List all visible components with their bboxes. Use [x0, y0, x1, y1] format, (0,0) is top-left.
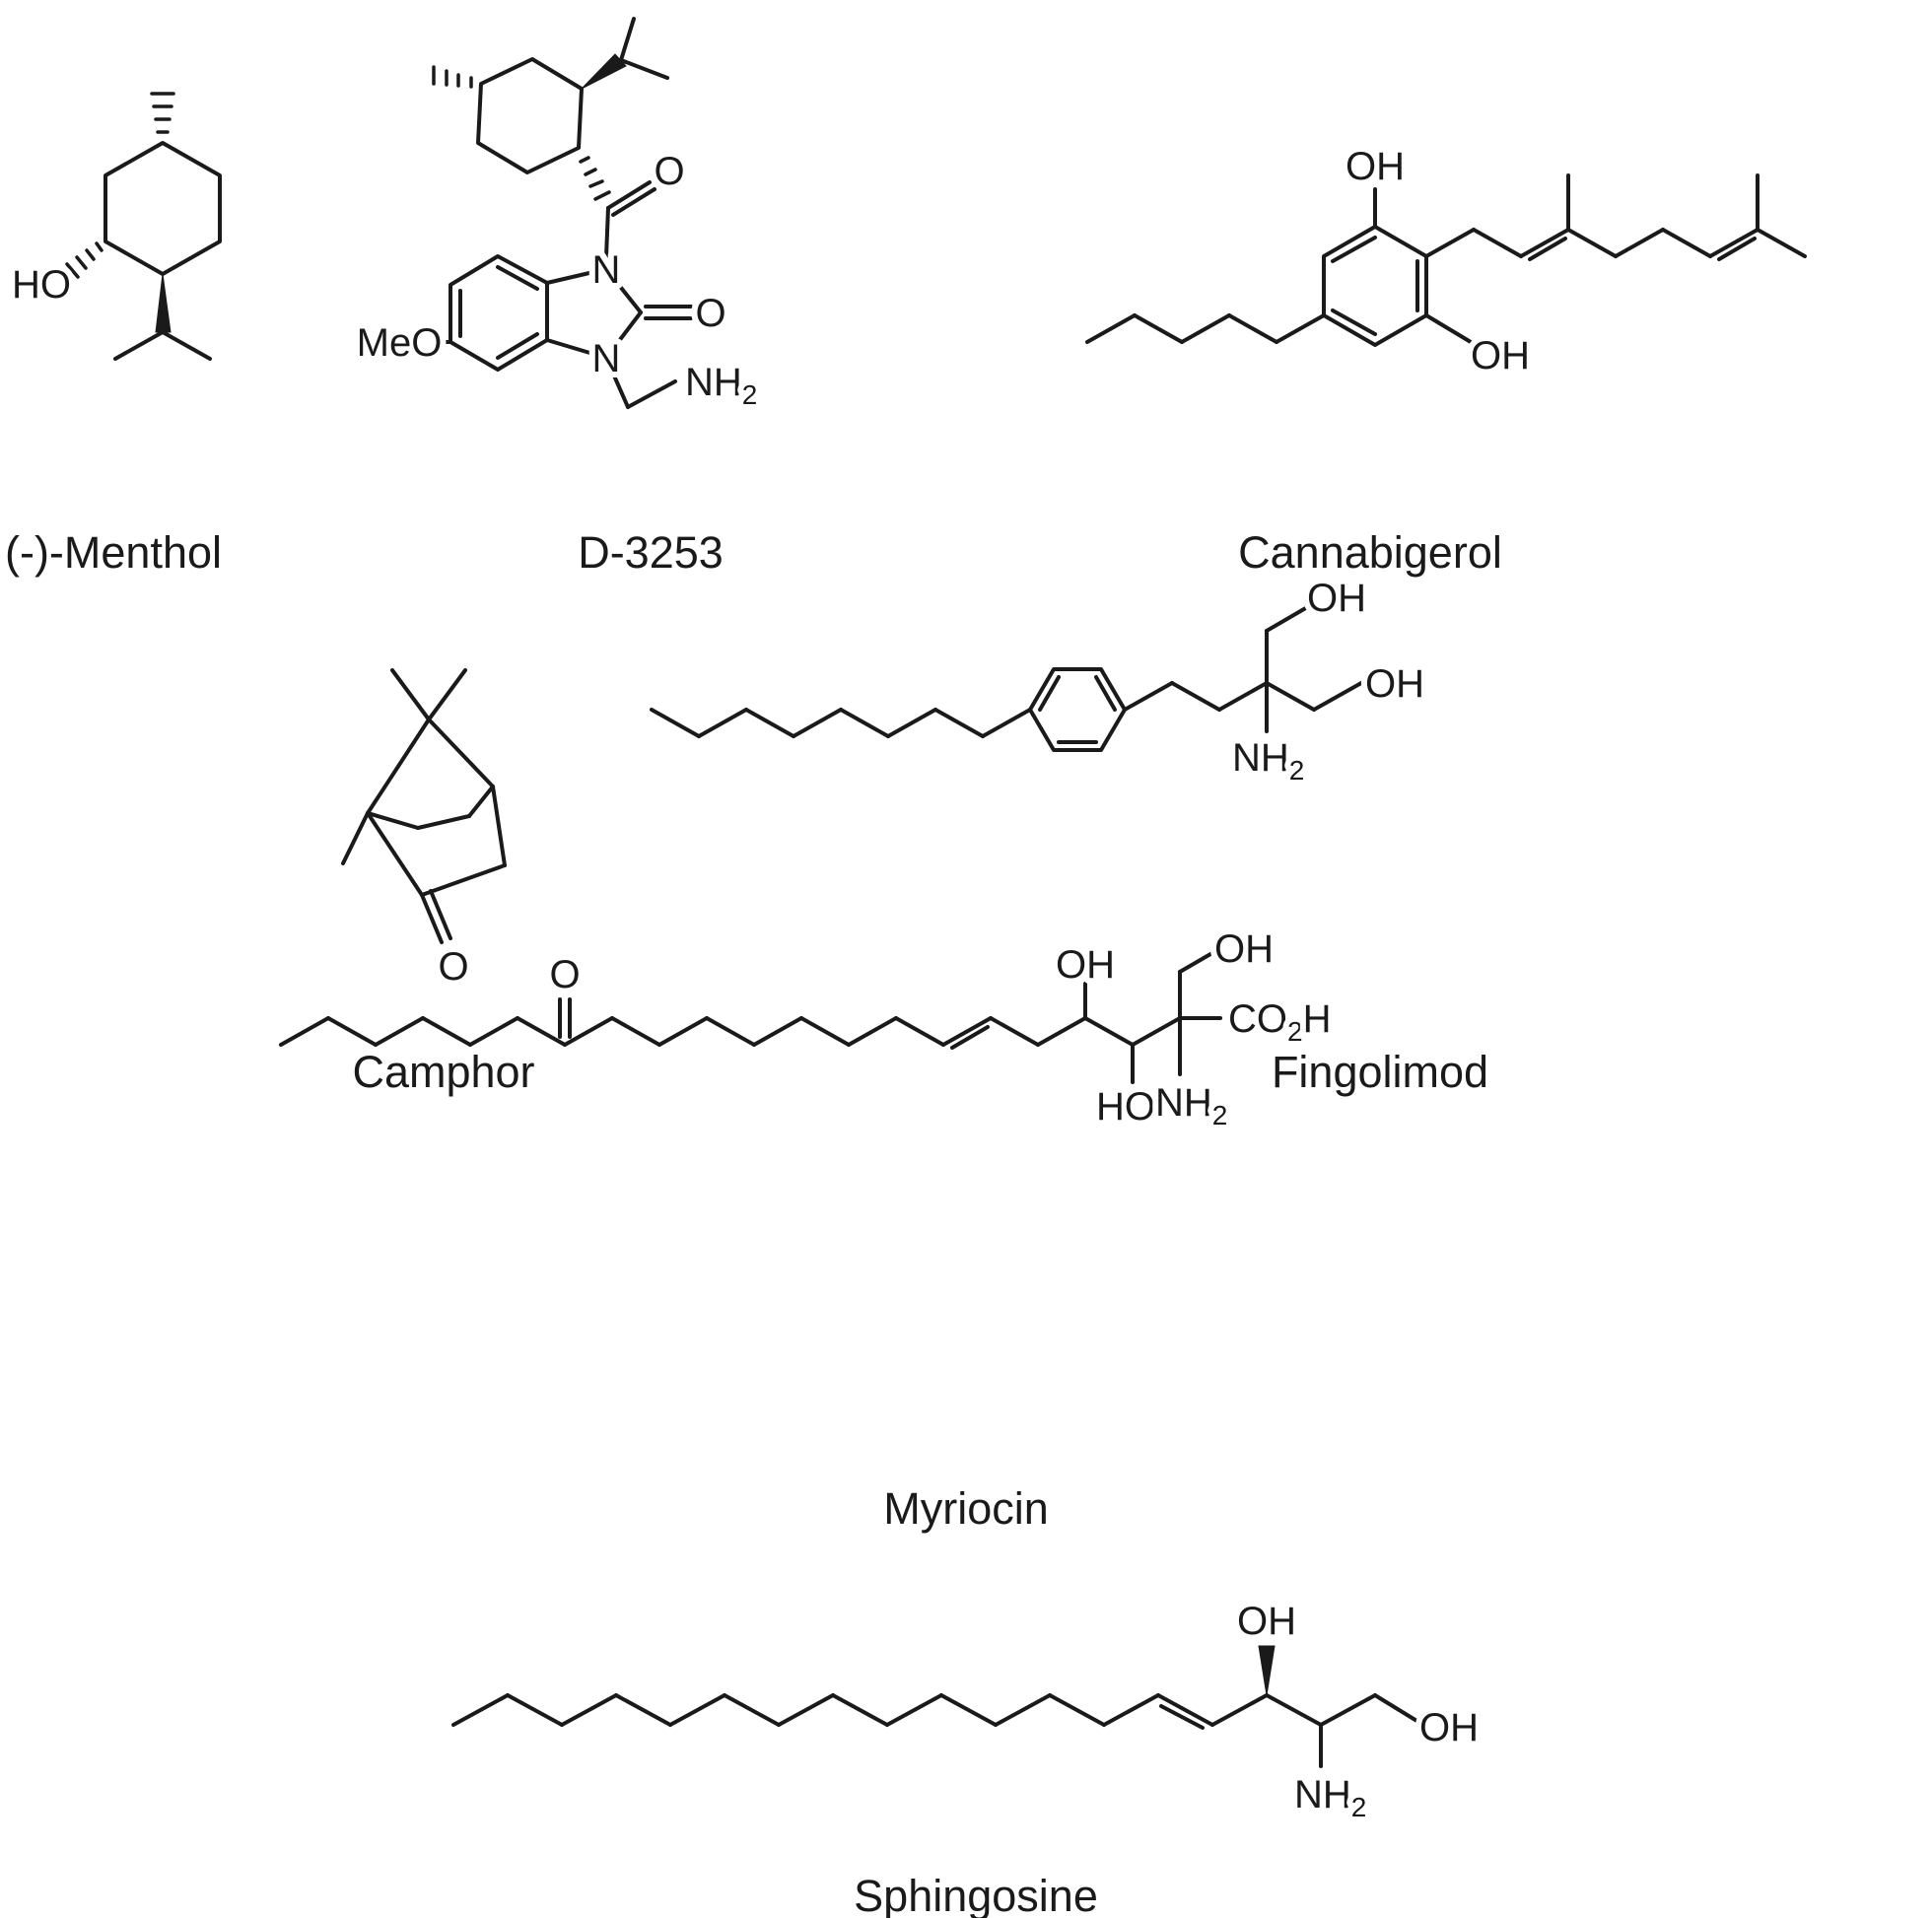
cyclohexane-ring: [476, 57, 584, 174]
molecule-name-sphingosine: Sphingosine: [854, 1871, 1098, 1918]
hashed-bond-acyl: [579, 156, 611, 201]
hashed-bond-methyl: [432, 65, 473, 89]
camphor-bonds: [341, 668, 507, 944]
myriocin-bonds: [279, 948, 1222, 1084]
benzene-ring: [448, 254, 549, 372]
molecule-name-myriocin: Myriocin: [883, 1483, 1049, 1534]
menthol-structure: HO: [10, 92, 222, 361]
camphor-structure: O: [341, 668, 507, 994]
molecule-name-menthol: (-)-Menthol: [4, 527, 223, 578]
d3253-bonds: [432, 17, 693, 409]
menthol-bonds: [65, 92, 222, 361]
atom-label-oh-bottom: OH: [1471, 334, 1530, 377]
molecule-name-d3253: D-3253: [578, 527, 724, 578]
atom-label-oh-ch2oh: OH: [1214, 927, 1274, 971]
atom-label-n-top: N: [592, 248, 621, 292]
cannabigerol-structure: OH OH: [1085, 139, 1807, 383]
sphingosine-bonds: [451, 1645, 1420, 1768]
atom-label-oh-top: OH: [1307, 577, 1366, 620]
fingolimod-bonds: [650, 604, 1363, 752]
atom-label-co2h: CO2H: [1228, 997, 1331, 1047]
atom-label-oh-c1: OH: [1419, 1706, 1479, 1749]
hashed-bond-methyl: [150, 92, 175, 134]
atom-label-nh2: NH2: [1155, 1081, 1227, 1130]
atom-label-ho: HO: [1096, 1085, 1155, 1129]
atom-label-meo: MeO: [360, 321, 442, 365]
d3253-structure: O N O N MeO NH2: [360, 17, 763, 416]
benzene-ring: [1322, 225, 1428, 347]
atom-label-o-amide: O: [654, 150, 684, 193]
molecule-name-fingolimod: Fingolimod: [1271, 1047, 1489, 1097]
atom-label-oh-c3: OH: [1237, 1600, 1296, 1643]
sphingosine-structure: OH OH NH2: [451, 1594, 1484, 1828]
fingolimod-structure: OH OH NH2: [650, 571, 1430, 791]
molecule-name-cannabigerol: Cannabigerol: [1238, 527, 1502, 578]
atom-label-nh2: NH2: [1232, 736, 1304, 786]
wedge-bond-isopropyl: [155, 273, 172, 333]
atom-label-o: O: [438, 945, 468, 989]
molecule-name-camphor: Camphor: [352, 1047, 535, 1097]
atom-label-oh-top: OH: [1346, 145, 1405, 188]
atom-label-nh2: NH2: [1294, 1773, 1366, 1822]
atom-label-o-ketone: O: [549, 953, 580, 996]
wedge-bond-oh: [1258, 1645, 1276, 1696]
hashed-bond-hydroxyl: [65, 241, 104, 279]
myriocin-structure: O OH OH CO2H HO NH2: [279, 926, 1337, 1136]
atom-label-n-bottom: N: [592, 337, 621, 380]
atom-label-oh-right: OH: [1365, 662, 1424, 706]
atom-label-oh-chain: OH: [1056, 943, 1115, 987]
cannabigerol-bonds: [1085, 173, 1807, 347]
atom-label-o-c2: O: [695, 292, 725, 335]
atom-label-nh2: NH2: [685, 361, 757, 410]
benzene-ring: [1028, 667, 1127, 752]
atom-label-ho: HO: [12, 263, 71, 307]
